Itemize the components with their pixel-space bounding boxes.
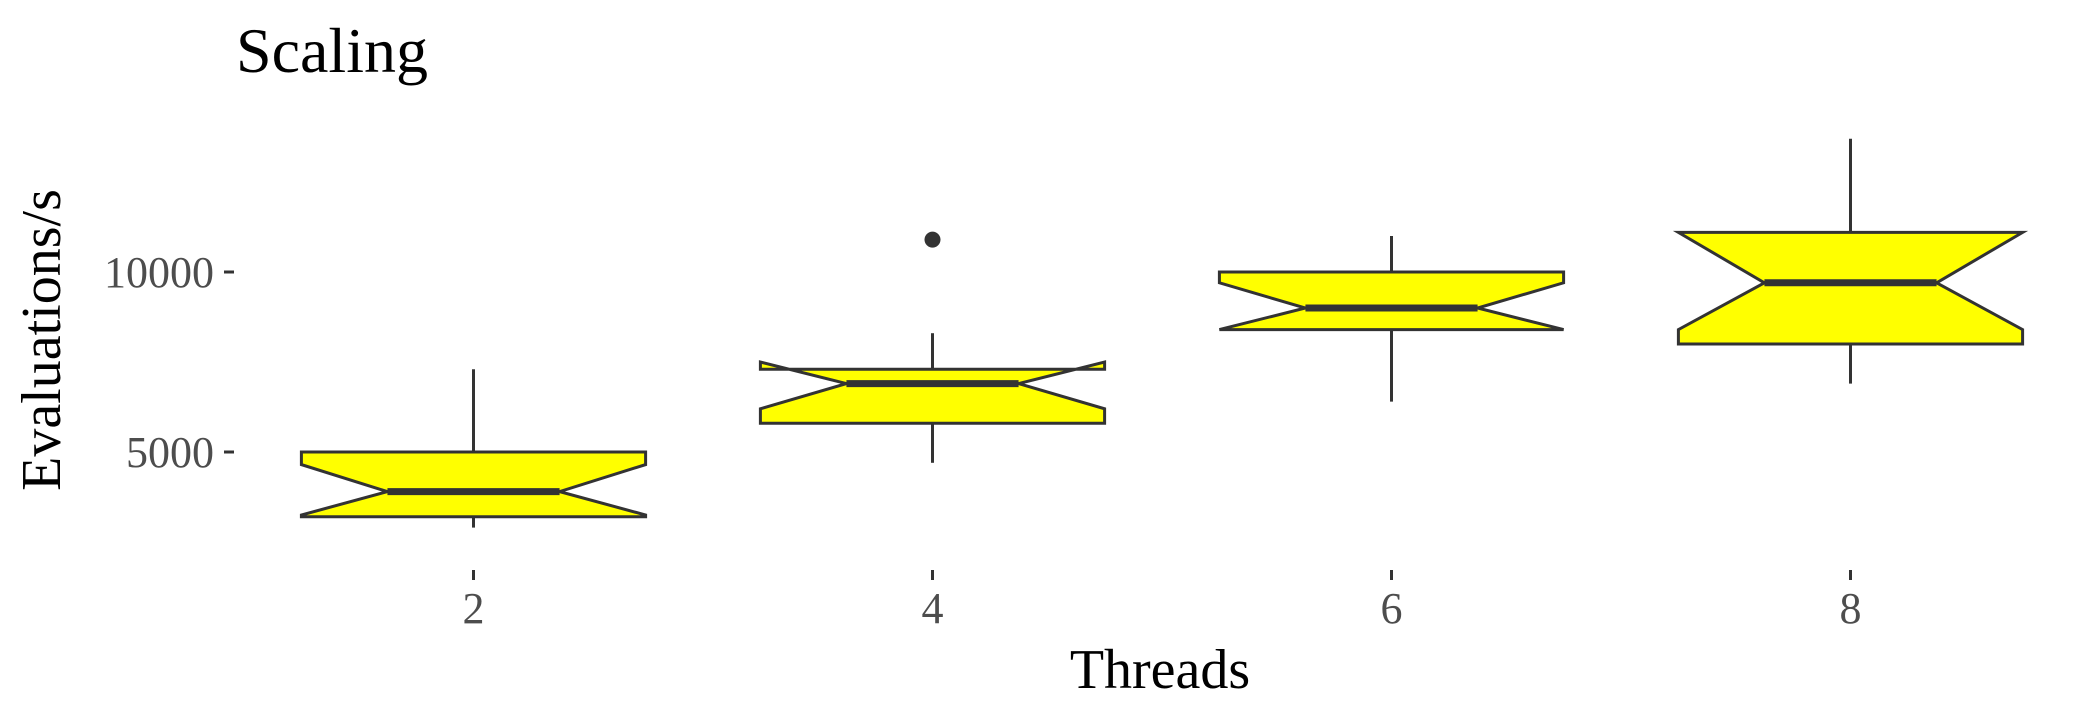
box-group-8: [1672, 138, 2029, 384]
y-tick-label: 10000: [104, 248, 214, 297]
x-tick-label: 2: [463, 584, 485, 633]
notched-box: [758, 360, 1107, 425]
box-group-6: [1217, 236, 1566, 402]
box-group-4: [758, 231, 1107, 463]
outlier-point: [924, 231, 941, 248]
x-tick-label: 8: [1840, 584, 1862, 633]
notched-box: [1217, 270, 1566, 332]
boxes-layer: [299, 138, 2029, 528]
box-group-2: [299, 369, 648, 528]
y-axis-title: Evaluations/s: [11, 189, 73, 491]
chart-title: Scaling: [236, 15, 428, 86]
y-axis: 5000 10000: [104, 248, 234, 477]
x-tick-label: 4: [922, 584, 944, 633]
notched-box: [299, 450, 648, 519]
x-axis: 2 4 6 8: [463, 570, 1862, 633]
x-tick-label: 6: [1381, 584, 1403, 633]
notched-box: [1672, 230, 2029, 346]
y-tick-label: 5000: [126, 428, 214, 477]
x-axis-title: Threads: [1070, 639, 1250, 701]
